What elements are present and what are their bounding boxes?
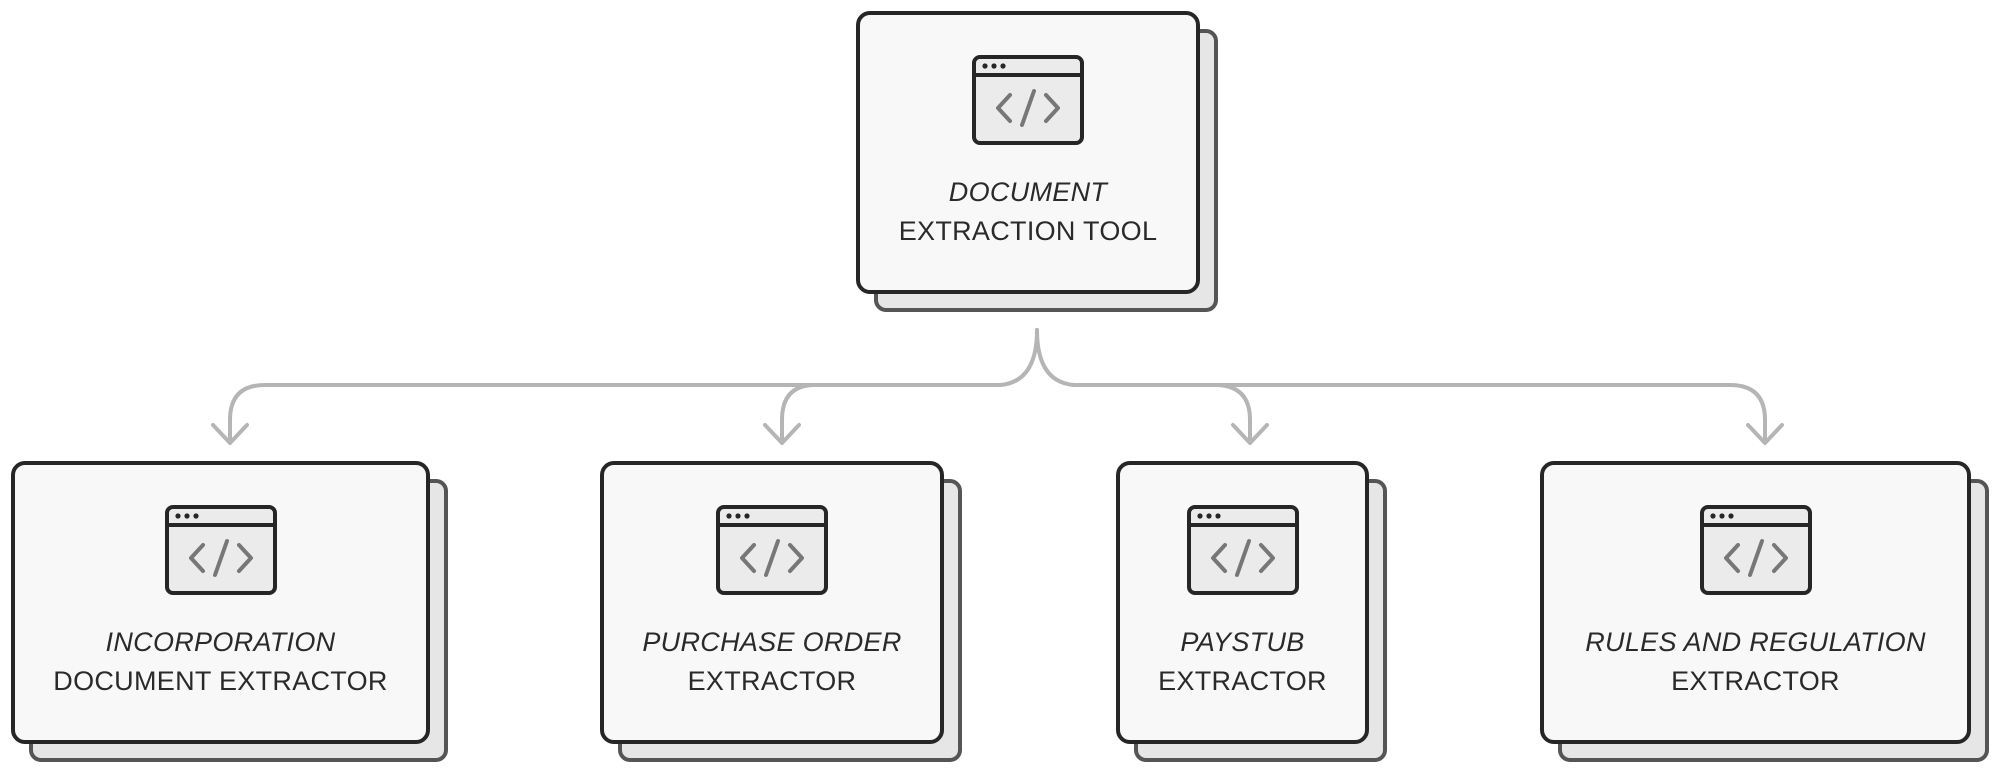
node-title: PAYSTUB bbox=[1180, 627, 1305, 657]
connector-to-rules bbox=[1072, 383, 1767, 442]
node-card: INCORPORATION DOCUMENT EXTRACTOR bbox=[11, 461, 430, 744]
arrowhead-paystub bbox=[1231, 423, 1269, 445]
node-title: INCORPORATION bbox=[105, 627, 336, 657]
connector-root-trunk bbox=[998, 328, 1039, 387]
node-title: DOCUMENT bbox=[948, 177, 1108, 207]
code-window-icon bbox=[716, 505, 828, 595]
node-subtitle: DOCUMENT EXTRACTOR bbox=[53, 666, 388, 696]
arrowhead-incorporation bbox=[211, 423, 249, 445]
code-window-icon bbox=[164, 505, 277, 595]
connector-root-trunk-right bbox=[1035, 328, 1076, 387]
code-window-icon bbox=[972, 55, 1084, 145]
node-title: PURCHASE ORDER bbox=[642, 627, 902, 657]
node-card: PAYSTUB EXTRACTOR bbox=[1116, 461, 1369, 744]
arrowhead-purchase-order bbox=[763, 423, 801, 445]
node-subtitle: EXTRACTOR bbox=[1158, 666, 1327, 696]
node-card: DOCUMENT EXTRACTION TOOL bbox=[856, 11, 1200, 294]
node-card: RULES AND REGULATION EXTRACTOR bbox=[1540, 461, 1971, 744]
node-card: PURCHASE ORDER EXTRACTOR bbox=[600, 461, 944, 744]
node-subtitle: EXTRACTOR bbox=[1671, 666, 1840, 696]
node-title: RULES AND REGULATION bbox=[1585, 627, 1926, 657]
connector-to-purchase-order bbox=[780, 383, 1002, 442]
node-subtitle: EXTRACTION TOOL bbox=[898, 216, 1158, 246]
node-subtitle: EXTRACTOR bbox=[687, 666, 857, 696]
connector-to-paystub bbox=[1072, 383, 1252, 442]
code-window-icon bbox=[1186, 505, 1299, 595]
connector-to-incorporation bbox=[228, 383, 1002, 442]
arrowhead-rules bbox=[1746, 423, 1784, 445]
code-window-icon bbox=[1699, 505, 1812, 595]
